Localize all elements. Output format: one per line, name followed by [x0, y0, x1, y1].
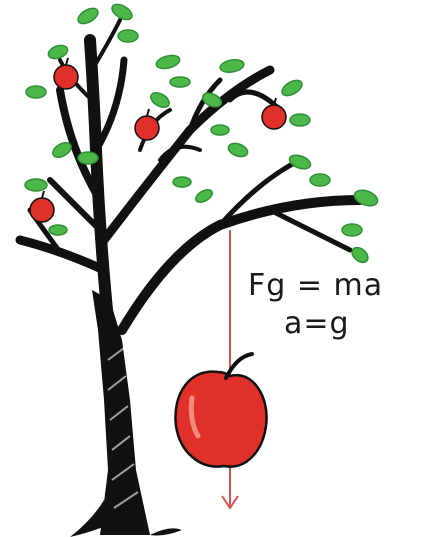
falling-apple-icon — [174, 352, 268, 468]
gravity-force-formula: Fg = ma — [248, 268, 384, 303]
apple-on-tree-icon — [261, 97, 287, 130]
tree-apples — [29, 57, 287, 223]
apple-on-tree-icon — [134, 108, 160, 141]
apple-on-tree-icon — [53, 57, 79, 90]
apple-on-tree-icon — [29, 190, 55, 223]
acceleration-formula: a=g — [284, 306, 350, 341]
tree-branches — [15, 18, 365, 335]
tree-leaves — [24, 3, 379, 264]
tree-trunk — [70, 290, 182, 537]
